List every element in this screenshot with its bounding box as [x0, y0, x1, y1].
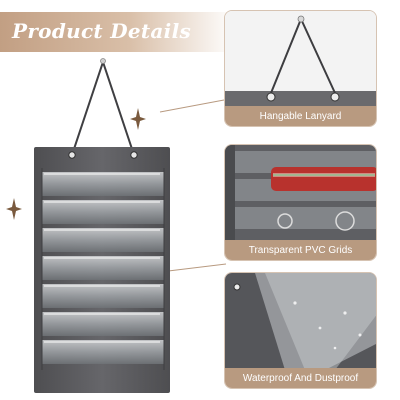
feature-panel-lanyard: Hangable Lanyard: [224, 10, 377, 127]
fabric-texture-closeup-photo: [225, 273, 376, 370]
lanyard-cord: [71, 58, 135, 156]
feature-panel-waterproof: Waterproof And Dustproof: [224, 272, 377, 389]
grommet-icon-right: [130, 151, 138, 159]
page-title: Product Details: [12, 19, 192, 43]
sparkle-icon-left: [6, 198, 22, 220]
pvc-grid-closeup-photo: [225, 145, 376, 242]
feature-panel-pvc-grids: Transparent PVC Grids: [224, 144, 377, 261]
feature-caption: Transparent PVC Grids: [225, 240, 376, 260]
pvc-pockets: [42, 172, 164, 364]
grommet-icon-left: [68, 151, 76, 159]
feature-caption: Hangable Lanyard: [225, 106, 376, 126]
feature-caption: Waterproof And Dustproof: [225, 368, 376, 388]
sparkle-icon-top: [130, 108, 146, 130]
lanyard-closeup-photo: [225, 11, 376, 108]
header-banner: Product Details: [0, 12, 235, 52]
